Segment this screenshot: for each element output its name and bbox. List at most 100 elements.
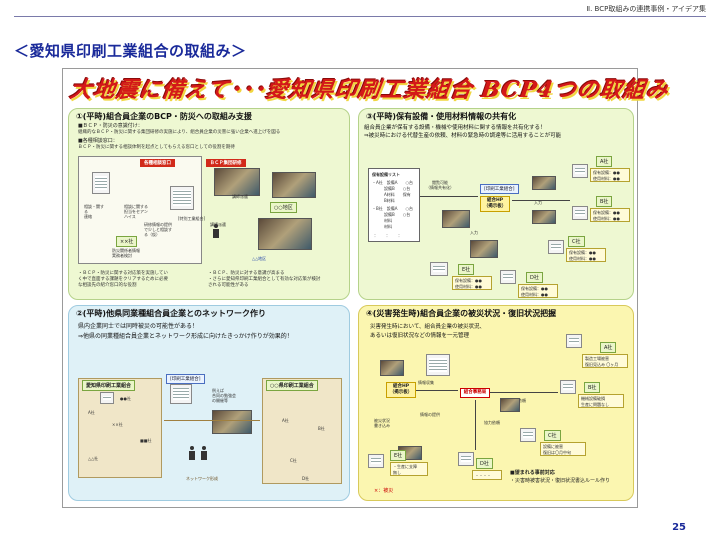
q4-company-b-name: B社 [584, 382, 601, 393]
q1-oo-area-label: ○○地区 [270, 202, 297, 213]
q4-note-send: 情報の提供 [420, 412, 440, 417]
q4-union-office: 組合事務局 [460, 388, 490, 398]
q4-note-request: 依頼 [518, 398, 526, 403]
q3-input-label: 入力 [470, 230, 478, 235]
q3-company-c-building-icon [548, 240, 564, 254]
q4-company-d-building-icon [458, 452, 474, 466]
q3-company-c-box: 保有設備：●● 使用材料：●● [566, 248, 606, 262]
q4-company-b-line: 機械設備破損 [581, 396, 605, 401]
q1-bottom-right: ・ＢＣＰ、防災に対する意識が高まる ・さらに愛知県印刷工業組合として有効な対応策… [208, 271, 321, 288]
q2-aichi-company-icon [100, 392, 114, 404]
q4-company-d-name: D社 [476, 458, 493, 469]
q3-line2: ⇒被災時における代替生産の依頼、材料の緊急時の調達等に活用することが可能 [364, 133, 562, 139]
q2-center-note: 例えば 合同の勉強会 の開催等 [212, 388, 236, 403]
q1-bottom-left: ・ＢＣＰ・防災に関する対応策を実施してい く中で直面する課題をクリアするために必… [78, 271, 168, 288]
q1-training-photo [214, 168, 260, 196]
q4-line2: あるいは復旧状況などの情報を一元管理 [370, 333, 470, 339]
q3-list-row: 設備B ○台 [372, 186, 411, 191]
q2-handshake-person-icon [200, 446, 208, 460]
q4-arrow [475, 400, 476, 450]
q4-company-e-line: 無し [393, 470, 401, 475]
q1-title: ①(平時)組合員企業のBCP・防災への取組み支援 [76, 112, 252, 121]
q2-aichi-company: △△社 [88, 456, 99, 461]
q3-equipment-photo-4 [532, 210, 556, 224]
q2-aichi-company: ××社 [112, 422, 123, 427]
q4-company-c-line: 復旧は〇月中旬 [543, 450, 571, 455]
q3-equipment-photo-3 [532, 176, 556, 190]
q3-company-e-box: 保有設備：●● 使用材料：●● [452, 276, 492, 290]
page-title: ＜愛知県印刷工業組合の取組み＞ [14, 42, 247, 60]
q4-note-post: 被災状況 書き込み [374, 418, 390, 428]
q2-aichi-company: ●●社 [120, 396, 131, 401]
header-section-title: Ⅱ. BCP取組みの連携事例・アイデア集 [586, 5, 706, 13]
q2-other-company: A社 [282, 418, 289, 423]
q2-center-building-icon [170, 384, 192, 404]
q2-other-company: C社 [290, 458, 297, 463]
q1-training-tag: ＢＣＰ集団研修 [206, 159, 246, 167]
q3-company-b-line: 使用材料：●● [593, 216, 620, 221]
q2-other-company: B社 [318, 426, 325, 431]
q2-center-tag: [印刷工業組合] [166, 374, 205, 384]
q4-company-d-box: ・・・・ [472, 470, 502, 480]
q3-list-row: B材料 [372, 198, 395, 203]
banner-title: 大地震に備えて･･･愛知県印刷工業組合 BCP4つの取組み [68, 77, 671, 103]
q3-list-row: A材料 保有 [372, 192, 411, 197]
q1-training-photo-3 [258, 218, 312, 250]
q3-company-e-building-icon [430, 262, 448, 276]
q3-equipment-photo [442, 210, 470, 228]
q3-line1: 組合員企業が保有する設備・機械や使用材料に関する情報を共有化する！ [364, 125, 546, 131]
q3-list-title: 保有設備リスト [372, 172, 400, 177]
q3-company-e-line: 使用材料：●● [455, 284, 482, 289]
q4-expected-title: ■望まれる事前対応 [510, 470, 555, 476]
q3-company-b-box: 保有設備：●● 使用材料：●● [590, 208, 630, 222]
q3-list-row: 設備B ○台 [372, 212, 411, 217]
q2-aichi-map [78, 378, 162, 478]
q3-company-b-line: 保有設備：●● [593, 210, 620, 215]
q4-company-e-name: E社 [390, 450, 407, 461]
q2-other-label: ○○県印刷工業組合 [266, 380, 318, 391]
q3-company-a-name: A社 [596, 156, 613, 167]
q1-note-call: 相談・関す る 連絡 [84, 204, 104, 219]
q3-company-a-line: 保有設備：●● [593, 170, 620, 175]
q3-company-e-line: 保有設備：●● [455, 278, 482, 283]
q4-damage-photo [380, 360, 404, 376]
q1-line2: 組織的なＢＣＰ・防災に関する集団研修の実施により、組合員企業の災害に強い企業へ進… [78, 130, 281, 135]
q4-company-c-line: 設備に被害 [543, 444, 563, 449]
q3-company-d-name: D社 [526, 272, 543, 283]
q4-company-b-box: 機械設備破損 生産に問題なし [578, 394, 624, 408]
q4-line1: 災害発生時において、組合員企業の被災状況、 [370, 324, 486, 330]
q3-company-b-building-icon [572, 206, 588, 220]
header-rule [14, 16, 706, 17]
q3-union-hp: 組合HP （掲示板） [480, 196, 510, 212]
q3-equipment-list: 保有設備リスト ・A社 設備A ○台 設備B ○台 A材料 保有 B材料 ・B社… [368, 168, 420, 242]
q3-list-dots: ： ： ： [374, 233, 402, 238]
q4-note-ask: 協力依頼 [484, 420, 500, 425]
q3-note-share: 閲覧可能 （情報共有化） [426, 180, 454, 190]
q2-network-arrow [164, 420, 260, 421]
q4-company-a-building-icon [566, 334, 582, 348]
q4-arrow [416, 390, 458, 391]
q3-union-tag: [印刷工業組合] [480, 184, 519, 194]
q2-meeting-photo [212, 410, 252, 434]
q1-note-bcp: [特別工業組合] [178, 216, 206, 221]
q3-company-d-line: 使用材料：●● [521, 292, 548, 297]
q4-union-building-icon [426, 354, 450, 376]
q3-company-a-box: 保有設備：●● 使用材料：●● [590, 168, 630, 182]
q3-company-c-line: 保有設備：●● [569, 250, 596, 255]
q1-union-building-icon [170, 186, 194, 210]
q3-equipment-photo-2 [470, 240, 498, 258]
q3-input-label: 入力 [534, 200, 542, 205]
q1-person-icon [212, 224, 220, 238]
q3-company-a-line: 使用材料：●● [593, 176, 620, 181]
q4-union-hp: 組合HP （掲示板） [386, 382, 416, 398]
q2-title: ②(平時)他県同業種組合員企業とのネットワーク作り [76, 309, 267, 318]
q2-handshake-person-icon [188, 446, 196, 460]
q2-aichi-company: ■■社 [140, 438, 152, 443]
q1-note-exchange: 研修情報の提供 で少しと相談す る（仮） [144, 222, 172, 237]
q3-list-row: ・A社 設備A ○台 [372, 180, 413, 185]
q4-company-e-building-icon [368, 454, 384, 468]
q4-arrow [490, 392, 558, 393]
q4-company-a-line: 製造工場被害 [585, 356, 609, 361]
q2-line1: 県内企業同士では同時被災の可能性がある！ [78, 323, 199, 330]
q4-expected-line: ・災害時被害状況・復旧状況書込ルール作り [510, 478, 611, 484]
